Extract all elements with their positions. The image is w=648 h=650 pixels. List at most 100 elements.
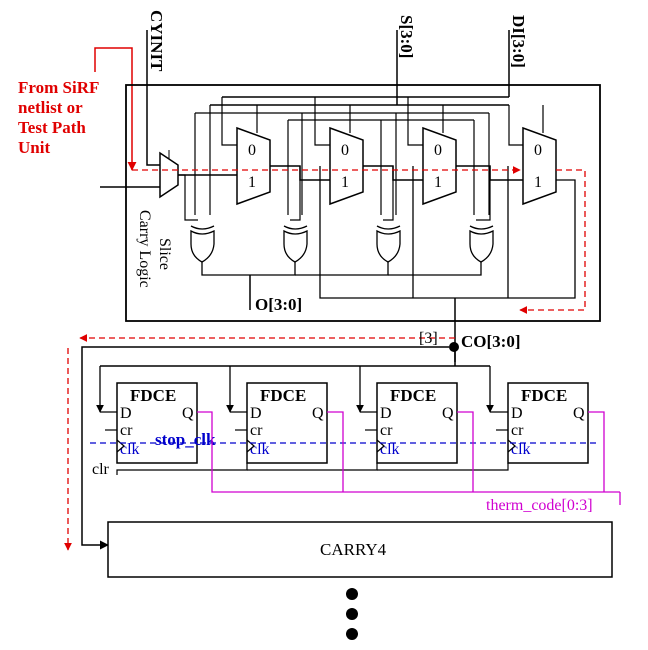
carry-mux-2-input-1: 1: [434, 174, 442, 191]
clk-triangle-0: [116, 439, 125, 453]
fdce-2-cr: cr: [380, 422, 393, 439]
carry-out-wires-1: [383, 166, 394, 221]
xor-gate-2: [376, 225, 401, 263]
continuation-dot-3: [346, 628, 358, 640]
fdce-0-box: [116, 382, 198, 464]
carry-mux-0: 0 1: [236, 126, 271, 206]
carry-mux-3: 0 1: [522, 126, 557, 206]
xor-gate-2-back: [376, 225, 401, 230]
xor-gate-0: [190, 225, 215, 263]
source-label-line-4: Unit: [18, 138, 50, 157]
xor-out-2: [295, 262, 389, 276]
fdce-0-q: Q: [182, 405, 194, 422]
fdce-3-d: D: [511, 405, 523, 422]
fdce-0-title: FDCE: [130, 386, 176, 405]
cyinit-label: CYINIT: [147, 10, 166, 72]
fdce-1-box: [246, 382, 328, 464]
fdce-1-cr: cr: [250, 422, 263, 439]
fdce-0-d: D: [120, 405, 132, 422]
fdce-1-title: FDCE: [260, 386, 306, 405]
therm-wire-3: [588, 411, 605, 492]
fdce-3-title: FDCE: [521, 386, 567, 405]
co-collect-wire: [319, 166, 576, 299]
source-label: From SiRF netlist or Test Path Unit: [18, 78, 99, 157]
fdce-2-title: FDCE: [390, 386, 436, 405]
xor-gate-2-body: [376, 229, 401, 263]
clk-triangle-1: [246, 439, 255, 453]
xor-out-1: [250, 262, 296, 276]
carry-mux-1-body: [329, 126, 364, 206]
xor-gate-0-body: [190, 229, 215, 263]
therm-wire-0: [197, 411, 620, 493]
xor-gate-3-back: [469, 225, 494, 230]
therm-wire-2: [457, 411, 474, 492]
clr-label: clr: [92, 461, 110, 478]
fdce-3-q: Q: [573, 405, 585, 422]
carry-out-wires-2: [476, 166, 491, 221]
clr-bus: [116, 463, 248, 475]
test-path-source-wire: [94, 47, 137, 171]
fdce-0-cr: cr: [120, 422, 133, 439]
xor-out-3: [388, 262, 482, 276]
select-wires: [221, 97, 237, 146]
select-wires-1: [314, 97, 330, 146]
co-to-carry4-wire: [81, 346, 449, 550]
slice-label-line-1: Slice: [156, 238, 173, 270]
source-label-line-3: Test Path: [18, 118, 86, 137]
cyinit-wire: [146, 30, 160, 166]
fdce-1-d: D: [250, 405, 262, 422]
fdce-1: FDCE D Q cr clk: [246, 382, 328, 464]
o-bus-label: O[3:0]: [255, 295, 302, 314]
carry-mux-1: 0 1: [329, 126, 364, 206]
carry-mux-0-input-0: 0: [248, 142, 256, 159]
fdce-1-q: Q: [312, 405, 324, 422]
fdce-3-box: [507, 382, 589, 464]
carry-out-wires-3: [178, 174, 198, 221]
xor-out-0: [201, 262, 250, 276]
clk-triangle-3: [507, 439, 516, 453]
select-wires-2: [407, 97, 423, 146]
therm-code-label: therm_code[0:3]: [486, 497, 593, 514]
co-bus-label: CO[3:0]: [461, 332, 520, 351]
fdce-0: FDCE D Q cr clk: [116, 382, 198, 464]
carry-mux-3-input-0: 0: [534, 142, 542, 159]
xor-gate-1: [283, 225, 308, 263]
fdce-2: FDCE D Q cr clk: [376, 382, 458, 464]
carry-mux-3-input-1: 1: [534, 174, 542, 191]
xor-gate-0-back: [190, 225, 215, 230]
carry-mux-0-body: [236, 126, 271, 206]
clk-triangle-2: [376, 439, 385, 453]
source-label-line-1: From SiRF: [18, 78, 99, 97]
carry-out-wires: [290, 166, 301, 221]
carry-mux-2-body: [422, 126, 457, 206]
fdce-2-clk: clk: [380, 441, 400, 458]
fdce-2-d: D: [380, 405, 392, 422]
di-bus-label: DI[3:0]: [509, 15, 528, 68]
carry4-label: CARRY4: [320, 540, 387, 559]
carry-mux-1-input-0: 0: [341, 142, 349, 159]
xor-gate-1-back: [283, 225, 308, 230]
xor-gate-1-body: [283, 229, 308, 263]
fdce-3-clk: clk: [511, 441, 531, 458]
test-path-return: [519, 169, 586, 314]
clr-bus-2: [247, 463, 378, 471]
fdce-0-clk: clk: [120, 441, 140, 458]
select-wires-3: [508, 105, 523, 146]
stop-clk-label: stop_clk: [155, 430, 216, 449]
carry-mux-1-input-1: 1: [341, 174, 349, 191]
fdce-3-cr: cr: [511, 422, 524, 439]
carry-mux-3-body: [522, 126, 557, 206]
fdce-3: FDCE D Q cr clk: [507, 382, 589, 464]
continuation-dot-2: [346, 608, 358, 620]
carry-mux-2: 0 1: [422, 126, 457, 206]
therm-wire-1: [327, 411, 344, 492]
co-tap-label: [3]: [419, 330, 438, 347]
slice-box: [125, 84, 601, 322]
carry-mux-2-input-0: 0: [434, 142, 442, 159]
clr-bus-3: [377, 463, 509, 471]
s-bus-label: S[3:0]: [397, 15, 416, 58]
carry-mux-0-input-1: 1: [248, 174, 256, 191]
init-mux: [159, 151, 179, 199]
slice-label-line-2: Carry Logic: [136, 210, 153, 288]
